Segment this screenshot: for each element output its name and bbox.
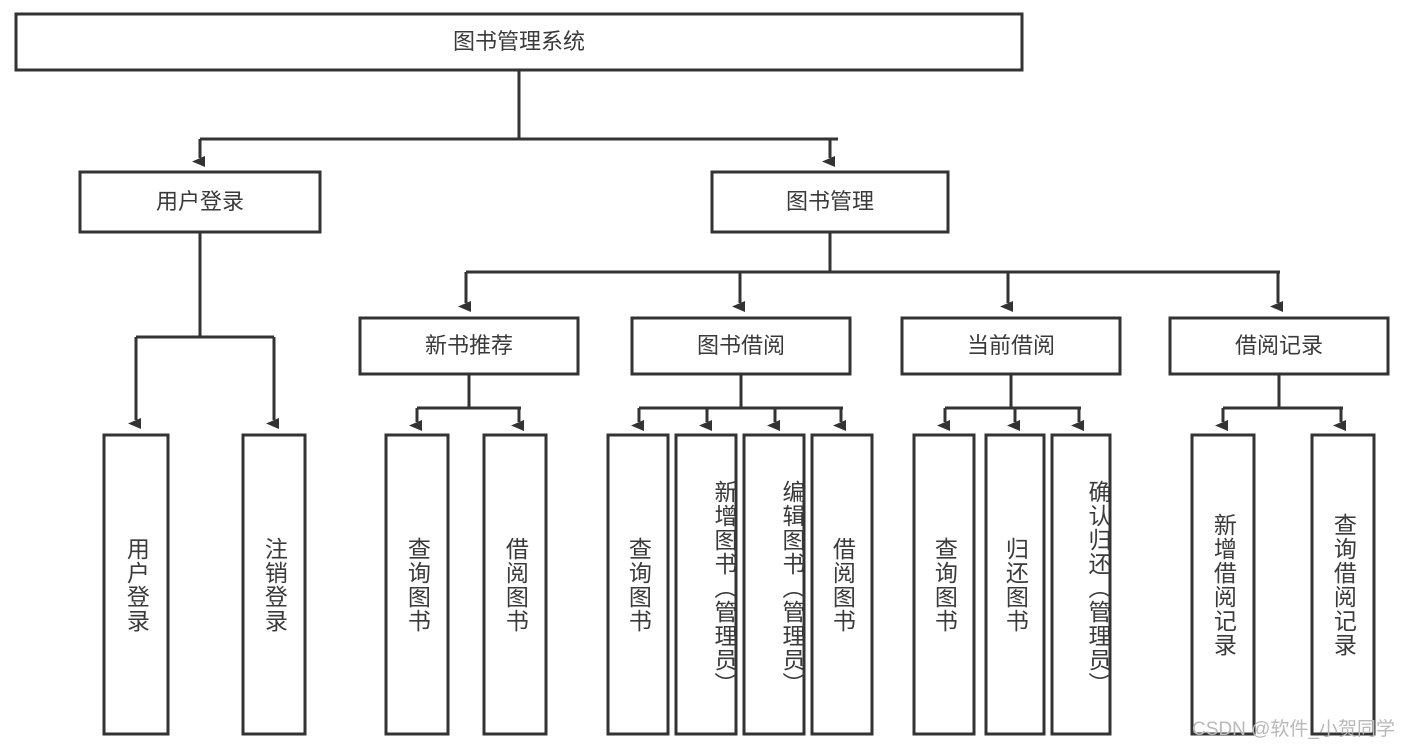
leaf-box-confirm-return-admin [1050,433,1112,736]
node-borrow-record[interactable]: 借阅记录 [1168,316,1390,376]
node-new-book-recommend-label: 新书推荐 [425,333,513,358]
node-new-book-recommend[interactable]: 新书推荐 [358,316,580,376]
leaf-box-borrow-book-borrow [810,433,874,736]
connector-user-login-to-leaves [128,232,279,429]
node-current-borrow[interactable]: 当前借阅 [900,316,1122,376]
connector-current-borrow-to-leaves [937,374,1084,431]
node-current-borrow-label: 当前借阅 [967,333,1055,358]
leaf-box-user-login [102,433,170,736]
leaf-box-logout-login [241,433,307,736]
connector-new-book-recommend-to-leaves [409,374,524,431]
connector-root-to-level2 [192,70,838,167]
node-book-borrow-label: 图书借阅 [697,333,785,358]
csdn-watermark: CSDN @软件_小贺同学 [1192,719,1395,740]
leaf-box-add-book-admin [674,433,738,736]
node-user-login-label: 用户登录 [156,189,244,214]
leaf-box-edit-book-admin [742,433,806,736]
leaf-box-return-book [984,433,1046,736]
leaf-box-query-borrow-record [1310,433,1376,736]
leaf-box-add-borrow-record [1190,433,1256,736]
node-user-login[interactable]: 用户登录 [78,170,322,234]
node-book-management-label: 图书管理 [786,189,874,214]
node-borrow-record-label: 借阅记录 [1235,333,1323,358]
node-book-management[interactable]: 图书管理 [710,170,950,234]
node-root[interactable]: 图书管理系统 [14,12,1024,72]
node-book-borrow[interactable]: 图书借阅 [630,316,852,376]
leaf-box-query-book-borrow [606,433,670,736]
connector-borrow-record-to-leaves [1215,374,1346,431]
leaf-node-boxes [102,433,1376,736]
connector-book-management-to-level3 [458,232,1283,312]
node-root-label: 图书管理系统 [453,29,585,54]
leaf-box-borrow-book-recommend [482,433,548,736]
connector-book-borrow-to-leaves [631,374,846,431]
leaf-box-query-book-current [912,433,976,736]
leaf-box-query-book-recommend [384,433,450,736]
